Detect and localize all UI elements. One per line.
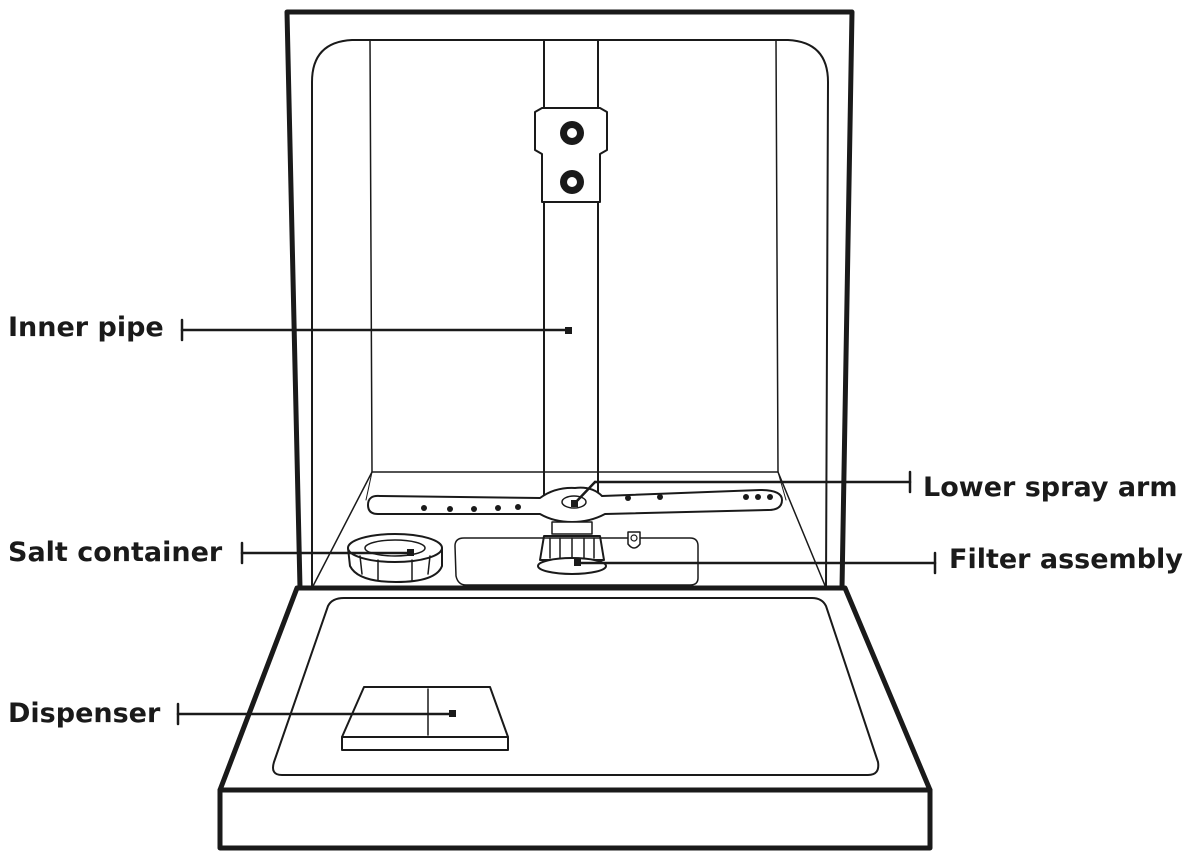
upper-spray-connector [534,107,608,203]
dispenser-pointer [449,710,456,717]
detergent-dispenser [341,686,509,751]
filter-assembly-pointer [574,559,581,566]
inner-pipe-pointer [565,327,572,334]
tub-back-wall [311,39,827,589]
salt-container-pointer [407,549,414,556]
inner-pipe-label: Inner pipe [8,312,164,343]
leader-lines [176,318,937,726]
salt-container [347,533,443,583]
lower-spray-arm-label: Lower spray arm [923,472,1178,503]
lower-spray-arm-pointer [571,500,578,507]
sump-tray [454,531,699,586]
salt-container-label: Salt container [8,537,223,568]
cabinet-frame [284,9,855,591]
filter-assembly-label: Filter assembly [949,544,1183,575]
door [217,585,933,851]
filter-assembly [537,521,607,575]
dispenser-label: Dispenser [8,698,161,729]
